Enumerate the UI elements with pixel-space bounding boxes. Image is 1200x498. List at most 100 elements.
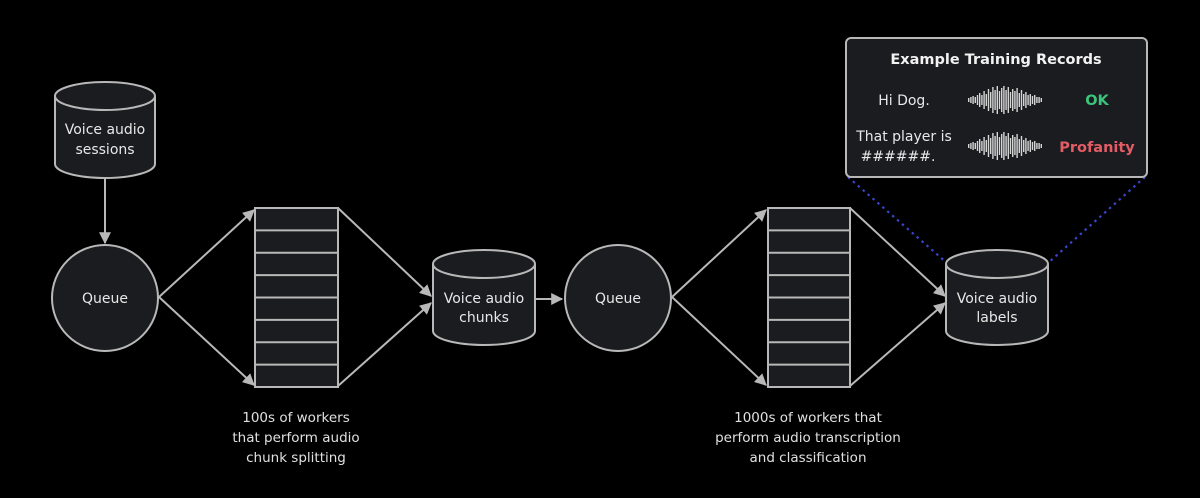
waveform-bar bbox=[994, 90, 996, 110]
queue-label: Queue bbox=[82, 291, 128, 307]
worker-pool-2 bbox=[767, 207, 851, 388]
record-label-profanity: Profanity bbox=[1059, 140, 1135, 156]
waveform-bar bbox=[1029, 94, 1031, 106]
waveform-bar bbox=[974, 143, 976, 149]
waveform-bar bbox=[1029, 140, 1031, 152]
waveform-bar bbox=[981, 95, 983, 105]
waveform-bar bbox=[1027, 141, 1029, 151]
waveform-bar bbox=[1012, 89, 1014, 111]
record-text: ######. bbox=[861, 149, 936, 165]
waveform-bar bbox=[1036, 143, 1038, 149]
waveform-bar bbox=[1031, 142, 1034, 150]
waveform-bar bbox=[972, 96, 974, 104]
waveform-bar bbox=[1007, 87, 1009, 113]
waveform-bar bbox=[996, 86, 998, 114]
database-voice-audio-sessions: Voice audio sessions bbox=[54, 81, 156, 179]
waveform-bar bbox=[992, 133, 994, 159]
worker-pool-2-caption-line: 1000s of workers that bbox=[734, 410, 882, 426]
waveform-bar bbox=[1018, 93, 1020, 107]
waveform-bar bbox=[998, 137, 1001, 155]
waveform-bar bbox=[996, 132, 998, 160]
waveform-bar bbox=[1009, 92, 1012, 108]
training-record-row: Hi Dog. OK bbox=[878, 86, 1110, 114]
example-training-records-panel: Example Training Records Hi Dog. OK That… bbox=[845, 37, 1148, 178]
waveform-bar bbox=[1038, 143, 1040, 149]
panel-title: Example Training Records bbox=[890, 52, 1101, 68]
waveform-bar bbox=[987, 135, 990, 157]
waveform-bar bbox=[981, 141, 983, 151]
waveform-bar bbox=[990, 138, 992, 154]
waveform-bar bbox=[1036, 97, 1038, 103]
waveform-bar bbox=[970, 97, 972, 103]
waveform-bar bbox=[1027, 95, 1029, 105]
worker-pool-1-caption-line: chunk splitting bbox=[246, 450, 346, 466]
waveform-bar bbox=[1040, 98, 1042, 102]
edge-pool1-bottom-to-chunks bbox=[337, 302, 432, 387]
worker-pool-1 bbox=[254, 207, 339, 388]
waveform-bar bbox=[1018, 139, 1020, 153]
node-label-line: chunks bbox=[459, 310, 509, 326]
edge-pool2-bottom-to-labels bbox=[849, 302, 946, 387]
waveform-bar bbox=[1001, 88, 1003, 112]
queue-node-1: Queue bbox=[51, 244, 159, 352]
waveform-bar bbox=[1005, 136, 1007, 156]
callout-line-left bbox=[847, 176, 948, 264]
waveform-bar bbox=[990, 92, 992, 108]
node-label-line: labels bbox=[976, 310, 1017, 326]
worker-pool-2-caption-line: and classification bbox=[749, 450, 866, 466]
audio-waveform-icon bbox=[968, 132, 1042, 160]
training-record-row: That player is ######. Profanity bbox=[855, 129, 1135, 165]
callout-line-right bbox=[1047, 176, 1146, 264]
waveform-bar bbox=[1023, 140, 1025, 152]
waveform-bar bbox=[1025, 92, 1027, 108]
waveform-bar bbox=[994, 136, 996, 156]
database-voice-audio-labels: Voice audio labels bbox=[945, 249, 1049, 346]
node-label-line: sessions bbox=[75, 142, 134, 158]
worker-pool-1-caption-line: that perform audio bbox=[232, 430, 359, 446]
edge-queue2-to-pool2-top bbox=[671, 209, 767, 298]
audio-waveform-icon bbox=[968, 86, 1042, 114]
waveform-bar bbox=[1020, 136, 1023, 156]
waveform-bar bbox=[1001, 134, 1003, 158]
worker-pool-1-caption-line: 100s of workers bbox=[242, 410, 349, 426]
waveform-bar bbox=[976, 141, 979, 151]
waveform-bar bbox=[998, 91, 1001, 109]
record-text: That player is bbox=[855, 129, 952, 145]
queue-node-2: Queue bbox=[564, 244, 672, 352]
waveform-bar bbox=[1023, 94, 1025, 106]
queue-label: Queue bbox=[595, 291, 641, 307]
edge-queue1-to-pool1-bottom bbox=[158, 296, 255, 386]
waveform-bar bbox=[992, 87, 994, 113]
waveform-bar bbox=[1034, 141, 1036, 151]
record-text: Hi Dog. bbox=[878, 93, 930, 109]
waveform-bar bbox=[968, 98, 970, 102]
waveform-bar bbox=[1014, 137, 1016, 155]
waveform-bar bbox=[1034, 95, 1036, 105]
node-label-line: Voice audio bbox=[65, 122, 146, 138]
waveform-bar bbox=[1003, 132, 1005, 160]
waveform-bar bbox=[968, 144, 970, 148]
waveform-bar bbox=[1005, 90, 1007, 110]
waveform-bar bbox=[983, 91, 985, 109]
waveform-bar bbox=[1016, 134, 1018, 158]
waveform-bar bbox=[979, 93, 981, 107]
waveform-bar bbox=[987, 89, 990, 111]
waveform-bar bbox=[970, 143, 972, 149]
waveform-bar bbox=[1003, 86, 1005, 114]
waveform-bar bbox=[979, 139, 981, 153]
waveform-bar bbox=[1014, 91, 1016, 109]
edge-pool2-top-to-labels bbox=[849, 207, 946, 297]
waveform-bar bbox=[985, 140, 987, 152]
waveform-bar bbox=[1025, 138, 1027, 154]
waveform-bar bbox=[974, 97, 976, 103]
waveform-bar bbox=[1038, 97, 1040, 103]
waveform-bar bbox=[1009, 138, 1012, 154]
waveform-bar bbox=[983, 137, 985, 155]
waveform-bar bbox=[1012, 135, 1014, 157]
waveform-bar bbox=[1007, 133, 1009, 159]
waveform-bar bbox=[972, 142, 974, 150]
edge-queue2-to-pool2-bottom bbox=[671, 296, 767, 386]
edge-pool1-top-to-chunks bbox=[337, 207, 432, 297]
node-label-line: Voice audio bbox=[957, 291, 1038, 307]
